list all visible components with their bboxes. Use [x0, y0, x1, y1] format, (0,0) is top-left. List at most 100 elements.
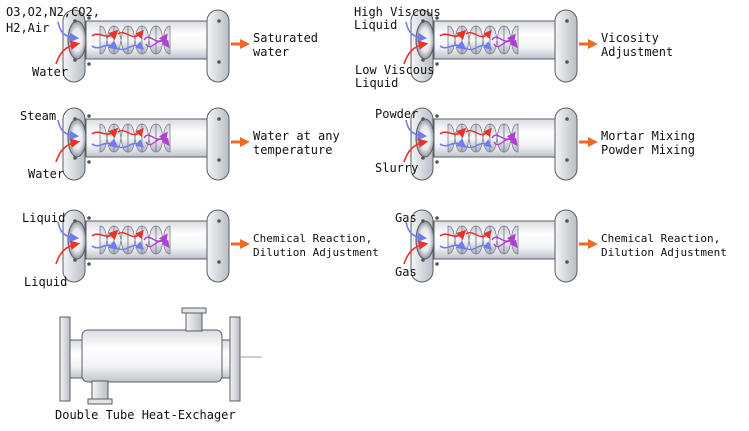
input-top-arrow: [405, 119, 428, 141]
bolt-hole: [435, 160, 439, 164]
input-bottom-arrow: [403, 40, 429, 65]
bolt-hole: [73, 117, 77, 121]
cold-flow-arrow: [117, 139, 145, 149]
inlet-mouth: [67, 118, 87, 158]
input-top-label-line: High Viscous: [354, 5, 441, 19]
cold-flow-arrow: [439, 138, 467, 148]
output-label-line: Water at any: [253, 129, 340, 143]
bolt-hole: [217, 19, 221, 23]
input-top-label: Steam: [20, 109, 56, 123]
hot-flow-arrow: [117, 229, 144, 239]
bolt-hole: [421, 156, 425, 160]
bolt-hole: [73, 156, 77, 160]
input-top-label: Gas: [395, 211, 417, 225]
input-top-label-line: Liquid: [22, 211, 65, 225]
output-label-line: temperature: [253, 143, 332, 157]
input-top-label-line: Powder: [375, 107, 418, 121]
input-bottom-label-line: Gas: [395, 265, 417, 279]
bolt-hole: [421, 58, 425, 62]
input-top-label: Powder: [375, 107, 418, 121]
cold-flow-arrow: [465, 139, 493, 149]
bolt-hole: [73, 19, 77, 23]
bolt-hole: [217, 60, 221, 64]
output-label: Chemical Reaction,Dilution Adjustment: [253, 232, 379, 259]
bolt-hole: [565, 260, 569, 264]
mixed-flow-arrow: [145, 239, 170, 249]
outlet-flange: [554, 9, 578, 83]
input-bottom-label-line: Water: [32, 65, 68, 79]
output-label-line: Saturated: [253, 31, 318, 45]
heat-exchanger-drawing: Double Tube Heat-Exchager: [55, 307, 262, 422]
mixed-flow-arrow: [491, 233, 516, 244]
bolt-hole: [421, 117, 425, 121]
output-label-line: Chemical Reaction,: [253, 232, 372, 245]
input-top-arrow: [405, 21, 428, 43]
output-arrow-head: [588, 137, 598, 147]
bolt-hole: [421, 258, 425, 262]
bolt-hole: [217, 260, 221, 264]
inlet-mouth: [67, 20, 87, 60]
bolt-hole: [73, 258, 77, 262]
bolt-hole: [87, 16, 91, 20]
cold-flow-arrow: [117, 41, 145, 51]
inlet-mouth: [415, 220, 435, 260]
cold-flow-arrow: [465, 41, 493, 51]
input-bottom-label-line: Water: [28, 167, 64, 181]
output-label-line: Dilution Adjustment: [253, 246, 379, 259]
mixed-flow-arrow: [145, 137, 170, 147]
bolt-hole: [217, 219, 221, 223]
cold-flow-arrow: [439, 40, 467, 50]
cold-flow-arrow: [91, 240, 119, 250]
input-bottom-arrow: [55, 240, 81, 265]
bolt-hole: [73, 219, 77, 223]
hot-flow-arrow: [465, 229, 492, 239]
output-label-line: Adjustment: [601, 45, 673, 59]
heat-exchanger-caption: Double Tube Heat-Exchager: [55, 408, 236, 422]
input-bottom-arrow: [55, 138, 81, 163]
mixed-flow-arrow: [493, 239, 518, 249]
bolt-hole: [565, 117, 569, 121]
input-bottom-label: Water: [32, 65, 68, 79]
mixed-flow-arrow: [143, 233, 168, 244]
input-top-label-line: O3,O2,N2,CO2,: [6, 5, 100, 19]
input-bottom-label: Slurry: [375, 161, 418, 175]
output-arrow-head: [588, 239, 598, 249]
input-bottom-label-line: Liquid: [355, 76, 398, 90]
output-label-line: Chemical Reaction,: [601, 232, 720, 245]
bolt-hole: [565, 19, 569, 23]
hot-flow-arrow: [439, 127, 467, 138]
bolt-hole: [73, 58, 77, 62]
output-arrow-head: [588, 39, 598, 49]
hot-flow-arrow: [117, 29, 144, 39]
hot-flow-arrow: [465, 127, 492, 137]
bolt-hole: [435, 62, 439, 66]
bolt-hole: [435, 216, 439, 220]
bolt-hole: [565, 60, 569, 64]
mixed-flow-arrow: [491, 33, 516, 44]
hot-flow-arrow: [91, 229, 119, 240]
output-label-line: Mortar Mixing: [601, 129, 695, 143]
outlet-flange: [554, 107, 578, 181]
output-label-line: water: [253, 45, 289, 59]
outlet-flange: [206, 9, 230, 83]
input-bottom-label-line: Low Viscous: [355, 63, 434, 77]
bolt-hole: [217, 158, 221, 162]
hot-flow-arrow: [439, 229, 467, 240]
hot-flow-arrow: [439, 29, 467, 40]
outlet-flange: [206, 209, 230, 283]
bolt-hole: [87, 160, 91, 164]
input-top-arrow: [57, 119, 80, 141]
bolt-hole: [565, 219, 569, 223]
mixed-flow-arrow: [491, 131, 516, 142]
input-top-arrow: [57, 221, 80, 243]
inlet-mouth: [67, 220, 87, 260]
input-top-label: Liquid: [22, 211, 65, 225]
input-bottom-label-line: Slurry: [375, 161, 418, 175]
bolt-hole: [435, 16, 439, 20]
